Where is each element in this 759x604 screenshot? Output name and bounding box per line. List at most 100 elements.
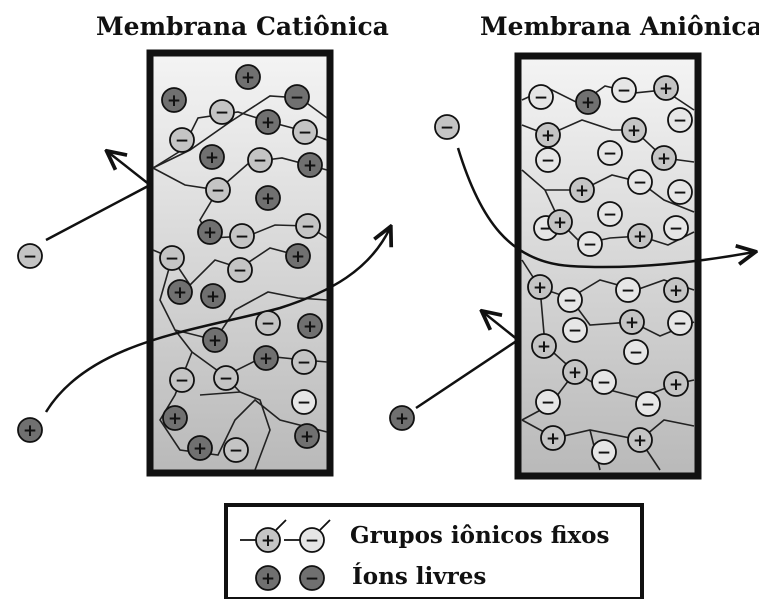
fixed-group-anion: − (205, 177, 231, 203)
fixed-group-anion: − (247, 147, 273, 173)
minus-sign: − (261, 314, 275, 334)
free-ion-cation: + (200, 283, 226, 309)
free-ion-anion: − (291, 389, 317, 415)
fixed-group-cation: + (651, 145, 677, 171)
free-ion-cation: + (285, 243, 311, 269)
plus-sign: + (23, 421, 37, 441)
cation-rejected-arrow-right (415, 312, 521, 410)
plus-sign: + (168, 409, 182, 429)
minus-sign: − (568, 321, 582, 341)
plus-sign: + (208, 331, 222, 351)
plus-sign: + (193, 439, 207, 459)
free-ion-cation: + (202, 327, 228, 353)
free-ion-anion: − (627, 169, 653, 195)
minus-sign: − (211, 181, 225, 201)
plus-sign: + (173, 283, 187, 303)
free-ion-cation: + (294, 423, 320, 449)
plus-sign: + (395, 409, 409, 429)
plus-sign: + (167, 91, 181, 111)
free-ion-anion: − (663, 215, 689, 241)
minus-sign: − (583, 235, 597, 255)
fixed-group-anion: − (292, 119, 318, 145)
free-ion-anion: − (635, 391, 661, 417)
fixed-group-cation: + (540, 425, 566, 451)
minus-sign: − (603, 144, 617, 164)
minus-sign: − (597, 443, 611, 463)
free-ion-cation: + (197, 219, 223, 245)
plus-sign: + (657, 149, 671, 169)
plus-sign: + (259, 349, 273, 369)
minus-sign: − (297, 353, 311, 373)
fixed-group-cation: + (619, 309, 645, 335)
free-ion-cation: + (255, 109, 281, 135)
fixed-group-anion: − (159, 245, 185, 271)
free-ion-anion: − (667, 107, 693, 133)
plus-sign: + (303, 317, 317, 337)
plus-sign: + (303, 156, 317, 176)
minus-sign: − (305, 569, 319, 589)
plus-sign: + (625, 313, 639, 333)
free-ion-anion: − (535, 389, 561, 415)
free-ion-cation: + (167, 279, 193, 305)
minus-sign: − (563, 291, 577, 311)
plus-sign: + (203, 223, 217, 243)
free-ion-anion: − (597, 140, 623, 166)
fixed-group-cation: + (621, 117, 647, 143)
plus-sign: + (575, 181, 589, 201)
free-ion-anion: − (562, 317, 588, 343)
fixed-group-cation: + (562, 359, 588, 385)
free-ion-cation: + (575, 89, 601, 115)
free-ion-cation: + (17, 417, 43, 443)
plus-sign: + (541, 126, 555, 146)
free-ion-cation: + (187, 435, 213, 461)
plus-sign: + (261, 531, 275, 551)
free-ion-anion: − (591, 369, 617, 395)
free-ion-anion: − (611, 77, 637, 103)
plus-sign: + (206, 287, 220, 307)
plus-sign: + (241, 68, 255, 88)
free-ion-anion: − (577, 231, 603, 257)
minus-sign: − (253, 151, 267, 171)
legend-fixed-anion-icon: − (284, 519, 331, 553)
free-ion-cation: + (297, 313, 323, 339)
fixed-group-anion: − (295, 213, 321, 239)
minus-sign: − (298, 123, 312, 143)
minus-sign: − (603, 205, 617, 225)
fixed-group-cation: + (547, 209, 573, 235)
minus-sign: − (629, 343, 643, 363)
fixed-group-anion: − (213, 365, 239, 391)
plus-sign: + (581, 93, 595, 113)
minus-sign: − (541, 151, 555, 171)
minus-sign: − (641, 395, 655, 415)
free-ion-anion: − (667, 310, 693, 336)
minus-sign: − (301, 217, 315, 237)
minus-sign: − (215, 103, 229, 123)
minus-sign: − (297, 393, 311, 413)
legend-fixed-cation-icon: + (240, 519, 287, 553)
minus-sign: − (673, 183, 687, 203)
title-anionic-membrane: Membrana Aniônica (480, 12, 759, 41)
minus-sign: − (541, 393, 555, 413)
free-ion-cation: + (162, 405, 188, 431)
plus-sign: + (261, 113, 275, 133)
free-ion-anion: − (557, 287, 583, 313)
fixed-group-cation: + (627, 223, 653, 249)
plus-sign: + (261, 189, 275, 209)
legend-bond-line (284, 519, 331, 541)
title-cationic-membrane: Membrana Catiônica (96, 12, 389, 41)
legend-free-anion-icon: − (299, 565, 325, 591)
minus-sign: − (669, 219, 683, 239)
minus-sign: − (440, 118, 454, 138)
minus-sign: − (23, 247, 37, 267)
minus-sign: − (673, 111, 687, 131)
fixed-group-anion: − (169, 367, 195, 393)
plus-sign: + (300, 427, 314, 447)
plus-sign: + (261, 569, 275, 589)
minus-sign: − (165, 249, 179, 269)
free-ion-anion: − (284, 84, 310, 110)
minus-sign: − (617, 81, 631, 101)
plus-sign: + (553, 213, 567, 233)
free-ion-anion: − (591, 439, 617, 465)
